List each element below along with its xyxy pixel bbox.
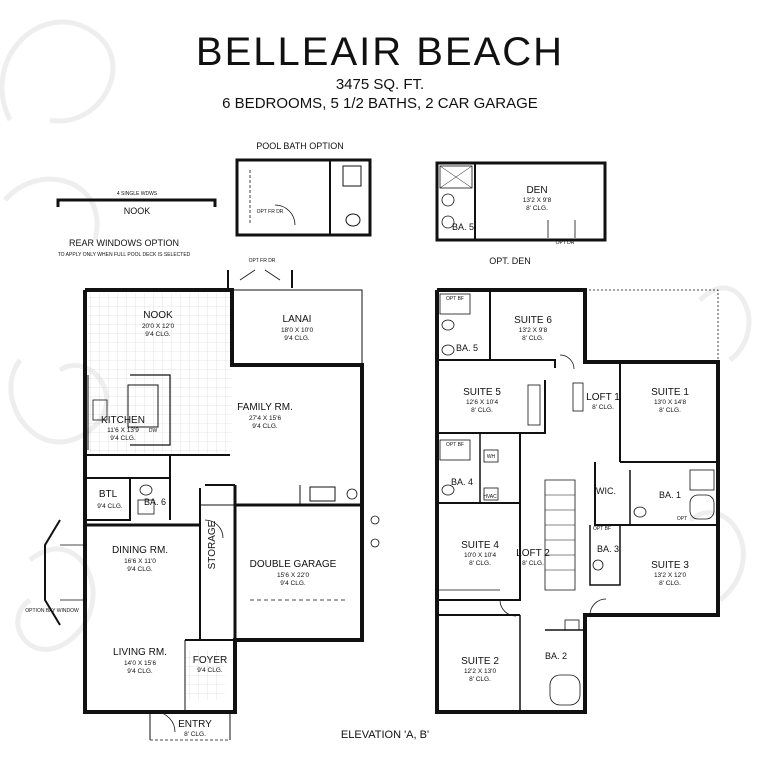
suite5-clg: 8' CLG.	[471, 407, 493, 414]
ba6-name: BA. 6	[144, 497, 166, 507]
garage-size: 15'6 X 22'0	[277, 572, 310, 579]
suite4-size: 10'0 X 10'4	[464, 552, 497, 559]
den-size: 13'2 X 9'8	[523, 197, 552, 204]
ba1-opt-label: OPT	[677, 516, 687, 522]
suite6-name: SUITE 6	[514, 315, 552, 326]
rear-nook-label: NOOK	[124, 206, 151, 216]
suite3-name: SUITE 3	[651, 560, 689, 571]
living-clg: 9'4 CLG.	[127, 668, 153, 675]
dining-name: DINING RM.	[112, 545, 168, 556]
suite1-name: SUITE 1	[651, 387, 689, 398]
ba1-name: BA. 1	[659, 490, 681, 500]
ba4-name: BA. 4	[451, 477, 473, 487]
suite1-size: 13'0 X 14'8	[654, 399, 687, 406]
kitchen-size: 11'6 X 13'9	[107, 427, 139, 434]
den-name: DEN	[526, 185, 547, 196]
wic-name: WIC.	[596, 486, 616, 496]
dining-size: 16'6 X 11'0	[124, 558, 156, 565]
ba3-name: BA. 3	[597, 544, 619, 554]
suite4-name: SUITE 4	[461, 540, 499, 551]
living-size: 14'0 X 15'6	[124, 660, 157, 667]
dishwasher-label: DW	[149, 428, 158, 434]
hvac-label: HVAC	[483, 494, 497, 500]
suite2-size: 12'2 X 13'0	[464, 668, 497, 675]
nook-clg: 9'4 CLG.	[145, 331, 171, 338]
suite4-clg: 8' CLG.	[469, 560, 491, 567]
living-name: LIVING RM.	[113, 647, 167, 658]
ba5-opt-bf-label: OPT BF	[446, 296, 464, 302]
garage-name: DOUBLE GARAGE	[250, 559, 337, 570]
nook-name: NOOK	[143, 310, 173, 321]
plan-title: BELLEAIR BEACH	[195, 30, 565, 74]
rear-windows-note: TO APPLY ONLY WHEN FULL POOL DECK IS SEL…	[58, 252, 191, 258]
optional-den: DEN 13'2 X 9'8 8' CLG. BA. 5 OPT DR OPT.…	[435, 161, 607, 266]
btl-clg: 9'4 CLG.	[97, 503, 123, 510]
water-heater-label: WH	[487, 454, 496, 460]
suite5-size: 12'6 X 10'4	[466, 399, 499, 406]
pool-bath-opt-dr-label: OPT FR DR	[257, 209, 284, 215]
loft2-name: LOFT 2	[516, 548, 550, 559]
foyer-name: FOYER	[193, 655, 227, 666]
square-footage: 3475 SQ. FT.	[335, 76, 425, 93]
ba3-opt-bf-label: OPT BF	[593, 526, 611, 532]
suite5-name: SUITE 5	[463, 387, 501, 398]
suite6-size: 13'2 X 9'8	[519, 327, 548, 334]
suite3-clg: 8' CLG.	[659, 580, 681, 587]
rear-windows-option: 4 SINGLE WDWS NOOK REAR WINDOWS OPTION T…	[56, 191, 217, 258]
suite6-clg: 8' CLG.	[522, 335, 544, 342]
ba4-opt-bf-label: OPT BF	[446, 442, 464, 448]
den-opt-dr-label: OPT DR	[556, 240, 575, 246]
first-floor-plan: NOOK 20'0 X 12'0 9'4 CLG. LANAI 18'0 X 1…	[25, 258, 380, 741]
rear-windows-option-label: REAR WINDOWS OPTION	[69, 238, 179, 248]
lanai-name: LANAI	[283, 314, 312, 325]
suite3-size: 13'2 X 12'0	[654, 572, 687, 579]
room-summary: 6 BEDROOMS, 5 1/2 BATHS, 2 CAR GARAGE	[222, 95, 538, 112]
loft1-name: LOFT 1	[586, 392, 620, 403]
suite2-clg: 8' CLG.	[469, 676, 491, 683]
kitchen-name: KITCHEN	[101, 415, 145, 426]
pool-bath-option-label: POOL BATH OPTION	[256, 141, 344, 151]
suite1-clg: 8' CLG.	[659, 407, 681, 414]
bay-window-label: OPTION BAY WINDOW	[25, 608, 79, 614]
elevation-label: ELEVATION 'A, B'	[341, 729, 429, 741]
kitchen-clg: 9'4 CLG.	[110, 435, 136, 442]
family-size: 27'4 X 15'6	[249, 415, 282, 422]
ba2-name: BA. 2	[545, 651, 567, 661]
family-clg: 9'4 CLG.	[252, 423, 278, 430]
loft2-clg: 8' CLG.	[522, 560, 544, 567]
den-clg: 8' CLG.	[526, 205, 548, 212]
opt-den-label: OPT. DEN	[489, 256, 531, 266]
nook-size: 20'0 X 12'0	[142, 323, 175, 330]
suite2-name: SUITE 2	[461, 656, 499, 667]
storage-name: STORAGE	[207, 520, 218, 569]
entry-clg: 8' CLG.	[184, 731, 206, 738]
family-name: FAMILY RM.	[237, 402, 293, 413]
lanai-opt-dr-label: OPT FR DR	[249, 258, 276, 264]
lanai-clg: 9'4 CLG.	[284, 335, 310, 342]
windows-count-label: 4 SINGLE WDWS	[117, 191, 158, 197]
btl-name: BTL	[99, 489, 118, 500]
garage-clg: 9'4 CLG.	[280, 580, 306, 587]
entry-name: ENTRY	[178, 719, 212, 730]
den-ba5: BA. 5	[452, 222, 474, 232]
lanai-size: 18'0 X 10'0	[281, 327, 314, 334]
loft1-clg: 8' CLG.	[592, 404, 614, 411]
foyer-clg: 9'4 CLG.	[197, 667, 223, 674]
dining-clg: 9'4 CLG.	[127, 566, 153, 573]
ba5-name: BA. 5	[456, 343, 478, 353]
pool-bath-option: POOL BATH OPTION OPT FR DR	[235, 141, 372, 237]
second-floor-plan: SUITE 6 13'2 X 9'8 8' CLG. BA. 5 SUITE 5…	[435, 288, 720, 714]
